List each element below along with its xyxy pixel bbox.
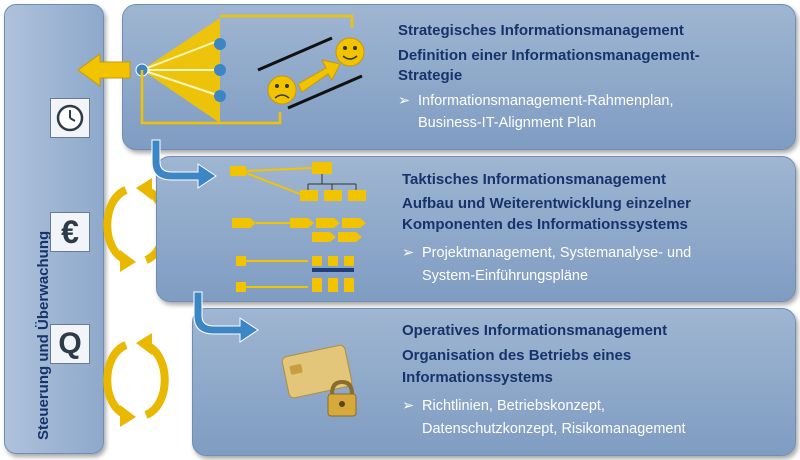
strategic-subtitle-line1: Definition einer Informationsmanagement- — [398, 47, 700, 64]
clock-icon — [50, 98, 90, 138]
operative-bullet-line2: Datenschutzkonzept, Risikomanagement — [422, 421, 686, 437]
arrow-strategic-to-tactical — [151, 139, 217, 189]
operative-bullet-line1: Richtlinien, Betriebskonzept, — [422, 398, 605, 414]
components-graphic — [230, 162, 366, 292]
operative-bullet: ➢ Richtlinien, Betriebskonzept, — [402, 396, 605, 416]
strategic-bullet: ➢ Informationsmanagement-Rahmenplan, — [398, 91, 674, 111]
strategic-bullet-line2: Business-IT-Alignment Plan — [418, 115, 597, 131]
q-glyph: Q — [58, 327, 82, 360]
strategic-subtitle-line2: Strategie — [398, 67, 463, 84]
tactical-bullet: ➢ Projektmanagement, Systemanalyse- und — [402, 243, 691, 263]
cycle-arrow-lower — [103, 333, 169, 427]
tactical-subtitle-line1: Aufbau und Weiterentwicklung einzelner — [402, 195, 691, 212]
bullet-marker: ➢ — [402, 398, 415, 414]
card-lock-icon — [281, 344, 357, 417]
euro-icon: € — [50, 212, 90, 252]
tactical-bullet-line2: System-Einführungspläne — [422, 268, 589, 284]
tactical-title: Taktisches Informationsmanagement — [402, 171, 666, 188]
operative-subtitle-line2: Informationssystems — [402, 369, 553, 386]
strategic-panel — [122, 4, 796, 150]
operative-subtitle-line1: Organisation des Betriebs eines — [402, 347, 632, 364]
bullet-marker: ➢ — [398, 93, 411, 109]
arrow-tactical-to-operative — [193, 291, 259, 343]
tactical-bullet-line1: Projektmanagement, Systemanalyse- und — [422, 245, 692, 261]
operative-title: Operatives Informationsmanagement — [402, 322, 668, 339]
tactical-subtitle-line2: Komponenten des Informationssystems — [402, 216, 688, 233]
quality-q-icon: Q — [50, 324, 90, 364]
euro-glyph: € — [61, 213, 79, 250]
strategic-title: Strategisches Informationsmanagement — [398, 22, 684, 39]
bullet-marker: ➢ — [402, 245, 415, 261]
strategic-bullet-line1: Informationsmanagement-Rahmenplan, — [418, 93, 674, 109]
strategy-funnel-graphic — [77, 14, 365, 125]
